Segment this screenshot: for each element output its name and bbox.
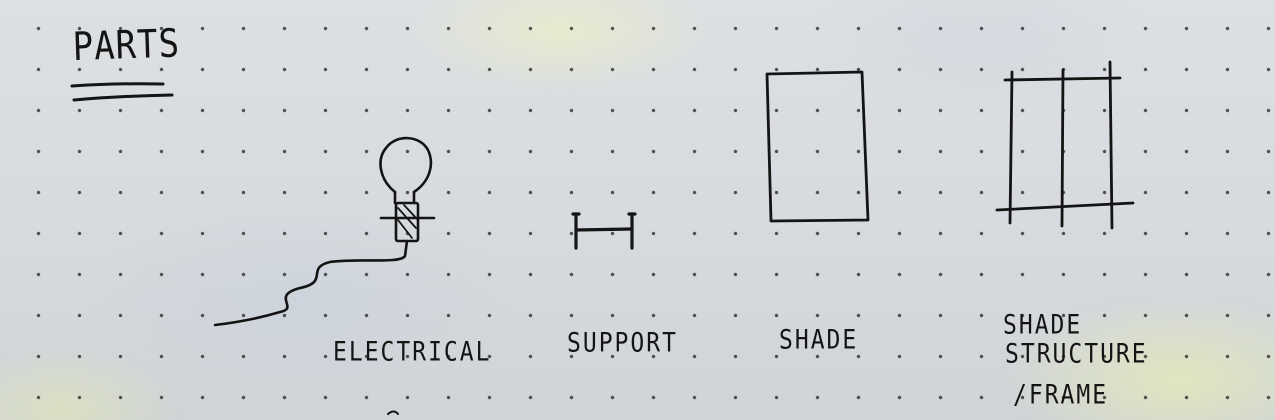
label-frame-line-2: STRUCTURE bbox=[1005, 339, 1148, 370]
frame-grid-icon bbox=[995, 60, 1135, 230]
label-support: SUPPORT bbox=[567, 328, 678, 359]
stray-pen-mark bbox=[387, 410, 399, 415]
shade-rectangle-icon bbox=[765, 70, 870, 223]
label-frame-line-3: /FRAME bbox=[1013, 380, 1109, 411]
light-bulb-with-cord-icon bbox=[213, 136, 436, 327]
label-shade: SHADE bbox=[779, 325, 859, 356]
title-underline bbox=[70, 82, 174, 102]
label-frame-line-1: SHADE bbox=[1003, 310, 1083, 341]
label-electrical: ELECTRICAL bbox=[333, 337, 492, 368]
support-bracket-icon bbox=[571, 212, 637, 250]
